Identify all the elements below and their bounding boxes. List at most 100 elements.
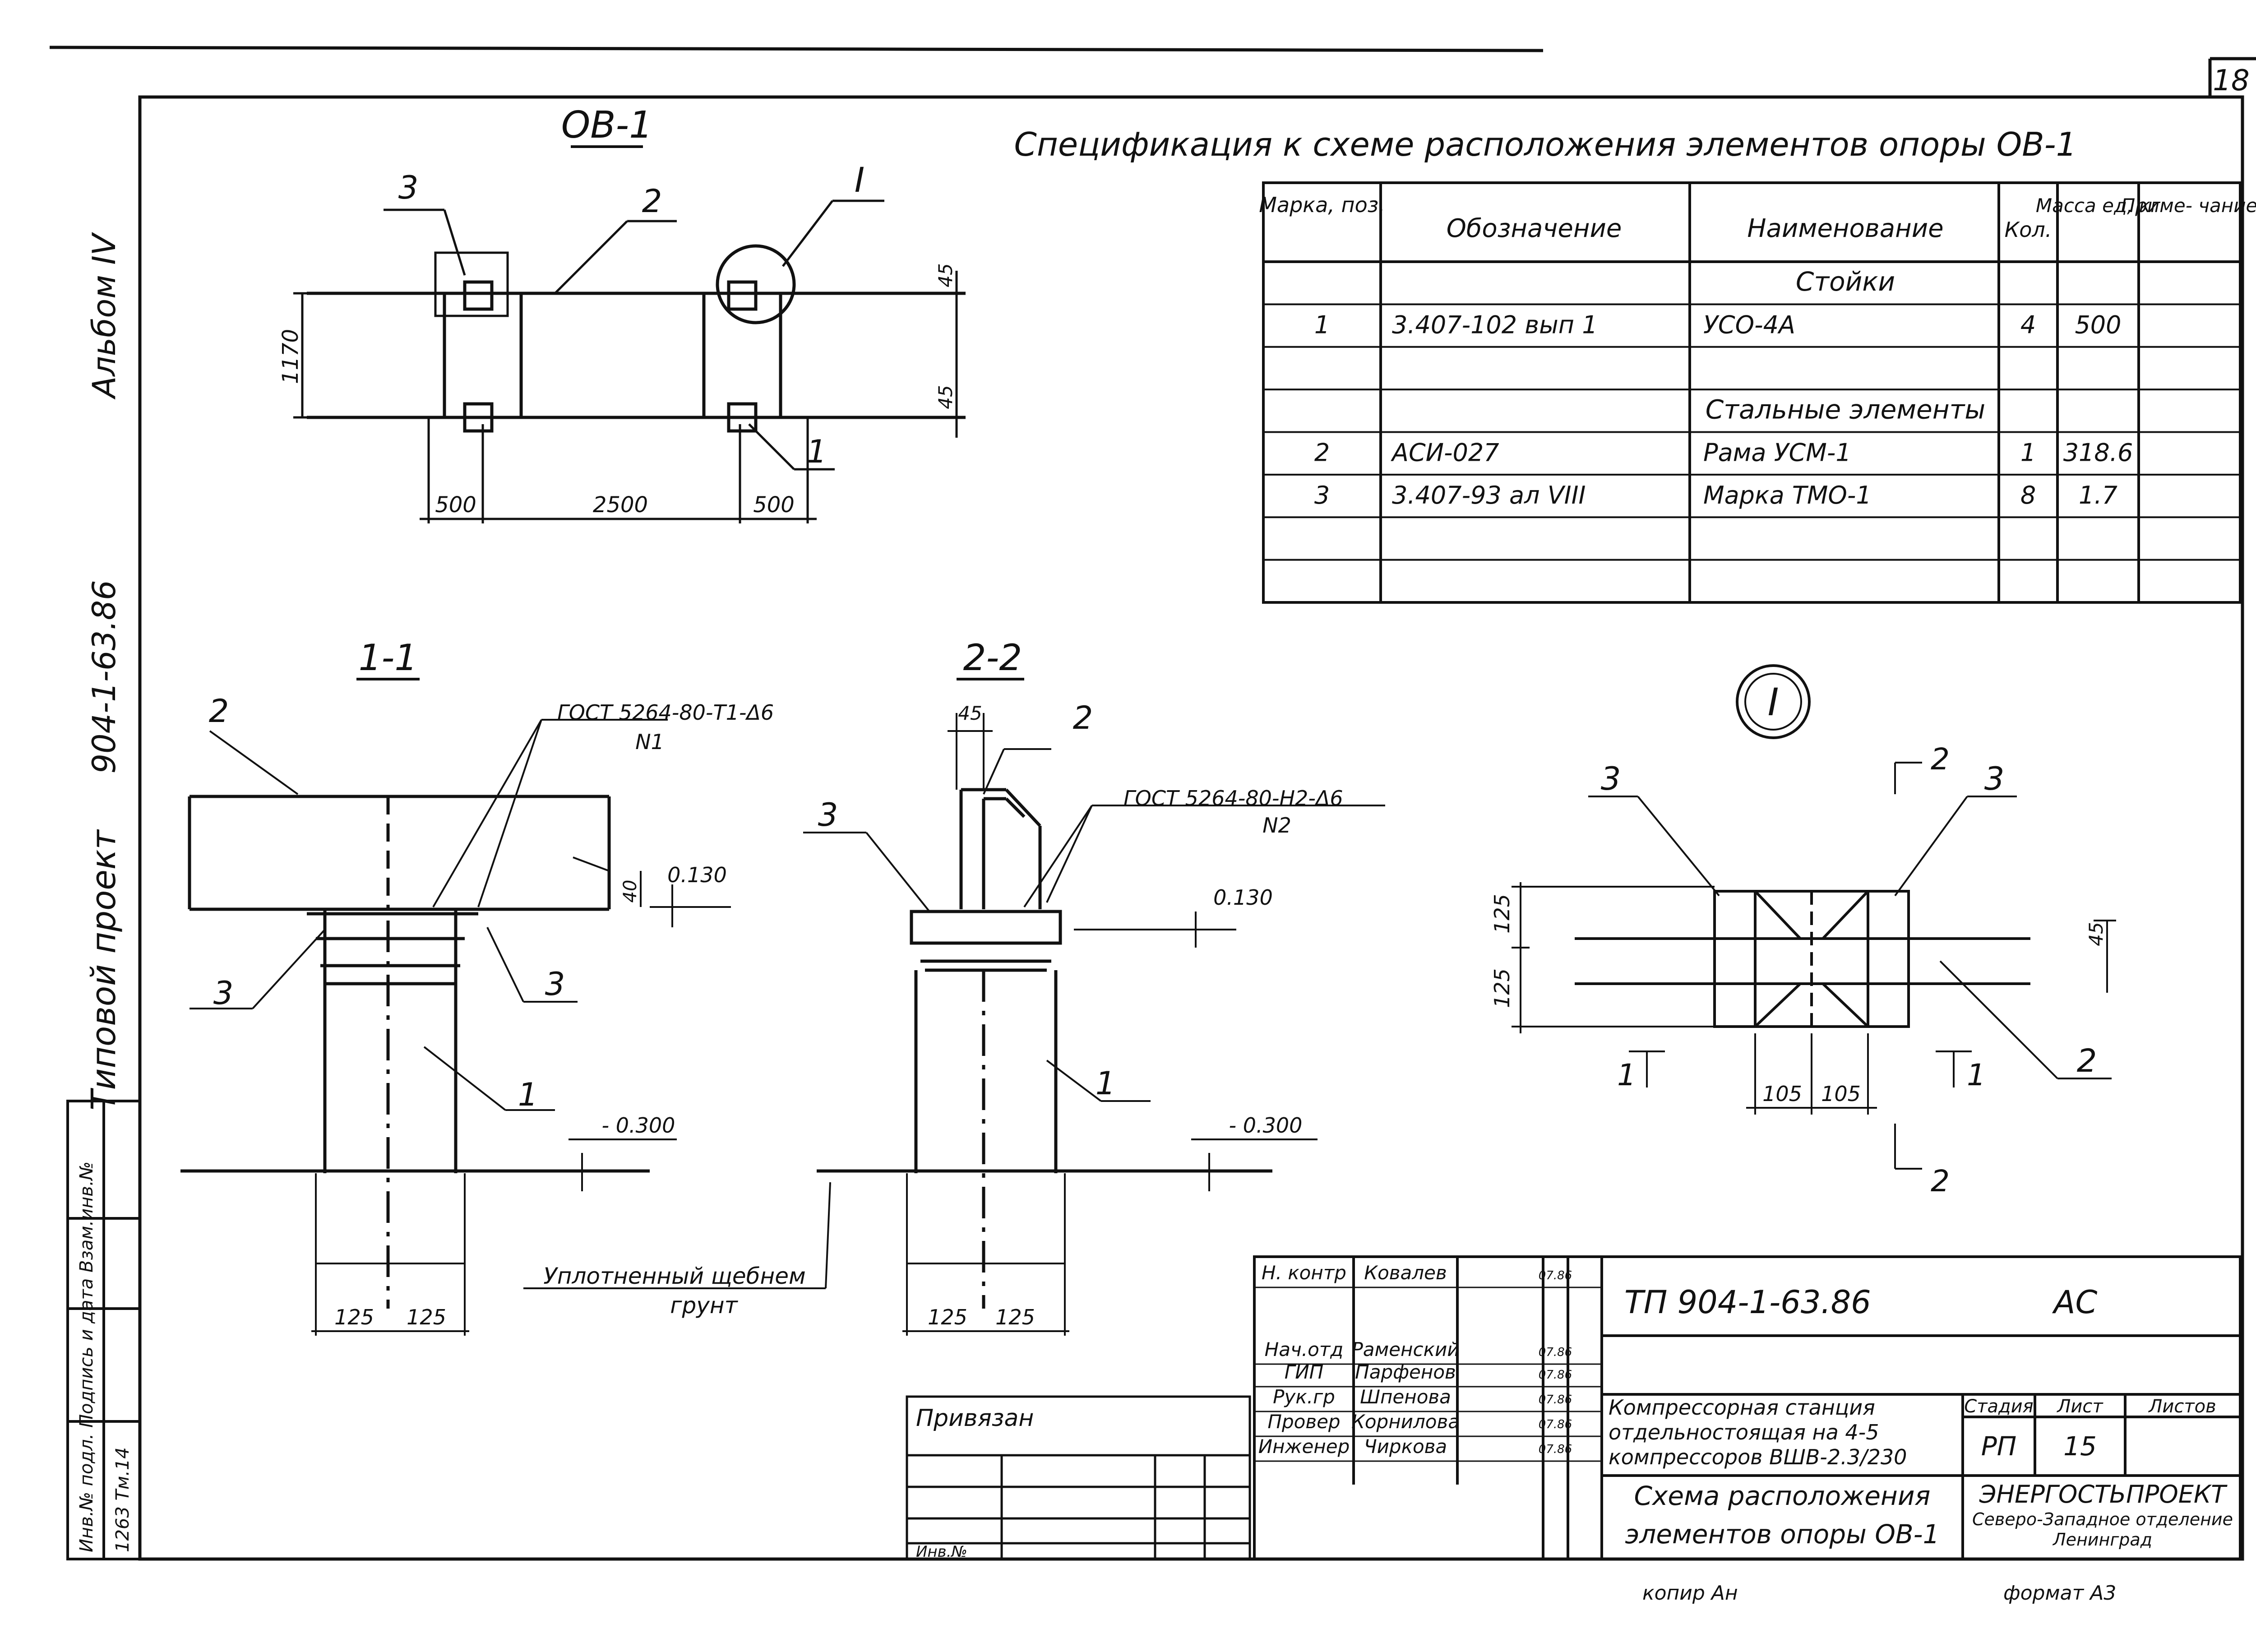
section-2-2-dim-top: 45	[958, 702, 982, 724]
spec-header-name: Наименование	[1747, 214, 1943, 243]
section-2-2-callout-1: 1	[1096, 1065, 1116, 1102]
title-block-date: 07.86	[1539, 1269, 1572, 1282]
title-block-org-3: Ленинград	[2052, 1530, 2152, 1550]
title-block-desc-1: Компрессорная станция	[1609, 1395, 1875, 1420]
stamp-header: Инв.№ подл. Подпись и дата Взам.инв.№	[76, 1161, 97, 1552]
title-block-role: Рук.гр	[1273, 1386, 1335, 1408]
footer-format: формат А3	[2003, 1582, 2116, 1605]
title-block-date: 07.86	[1539, 1368, 1572, 1382]
plan-dim-right: 500	[753, 492, 795, 518]
spec-header-designation: Обозначение	[1447, 214, 1622, 243]
spec-title: Спецификация к схеме расположения элемен…	[1014, 125, 2077, 163]
section-2-2-level-ground: - 0.300	[1229, 1113, 1303, 1138]
title-block-role: Провер	[1267, 1411, 1340, 1433]
title-block-desc-3: компрессоров ВШВ-2.3/230	[1609, 1445, 1907, 1469]
spec-cell: 4	[2020, 311, 2036, 339]
privyazan-inv: Инв.№	[916, 1543, 967, 1561]
specification-table: Спецификация к схеме расположения элемен…	[1014, 125, 2256, 604]
album-title: Альбом IV	[86, 232, 123, 400]
section-2-2-callout-2: 2	[1073, 699, 1093, 736]
footer-copy: копир Ан	[1642, 1582, 1738, 1605]
section-2-2: 2-2	[803, 637, 1385, 1336]
section-1-1-callout-3a: 3	[213, 975, 234, 1012]
title-block-name: Корнилова	[1351, 1411, 1460, 1433]
stamp-value: 1263 Тм.14	[112, 1447, 133, 1552]
title-block-role: ГИП	[1285, 1361, 1323, 1383]
section-1-1-callout-2: 2	[209, 693, 229, 730]
spec-cell: Марка ТМО-1	[1703, 481, 1872, 509]
section-1-1-dim-gap: 40	[620, 880, 641, 903]
title-block-name: Парфенов	[1355, 1361, 1456, 1383]
title-block-name: Раменский	[1351, 1338, 1459, 1360]
title-block-drawing-title-2: элементов опоры ОВ-1	[1625, 1519, 1939, 1550]
section-2-2-dim-2: 125	[995, 1305, 1035, 1329]
plan-callout-3: 3	[398, 169, 419, 206]
soil-note: Уплотненный щебнем грунт	[523, 1182, 831, 1319]
title-block-mark: АС	[2052, 1284, 2098, 1321]
section-1-1-dim-2: 125	[407, 1305, 446, 1329]
section-1-1: 1-1	[180, 637, 774, 1336]
title-block-date: 07.86	[1539, 1418, 1572, 1431]
title-block-stage-value: РП	[1981, 1431, 2017, 1462]
title-block-role: Инженер	[1258, 1435, 1350, 1458]
spec-cell: 3	[1314, 481, 1330, 509]
plan-callout-2: 2	[642, 183, 662, 220]
node-cut-right: 1	[1967, 1058, 1986, 1092]
title-block-code: ТП 904-1-63.86	[1624, 1284, 1871, 1321]
title-block-name: Ковалев	[1364, 1262, 1447, 1284]
spec-cell: 1	[1314, 311, 1330, 339]
node-dim-h1: 125	[1490, 894, 1514, 934]
soil-note-line1: Уплотненный щебнем	[543, 1263, 805, 1289]
section-1-1-weld-n: N1	[635, 730, 664, 754]
title-block-name: Шпенова	[1360, 1386, 1451, 1408]
plan-dim-top: 45	[934, 263, 957, 287]
section-1-1-level-top: 0.130	[667, 863, 727, 887]
sheet-number: 18	[2213, 64, 2249, 97]
title-block-org-1: ЭНЕРГОСТЬПРОЕКТ	[1979, 1480, 2228, 1509]
section-2-2-weld-n: N2	[1262, 813, 1291, 838]
spec-cell: Стальные элементы	[1706, 394, 1985, 425]
plan-ob1: ОВ-1	[278, 104, 966, 523]
node-dim-h2: 125	[1490, 968, 1514, 1008]
section-2-2-title: 2-2	[963, 637, 1022, 679]
section-2-2-weld: ГОСТ 5264-80-Н2-Δ6	[1123, 786, 1343, 810]
spec-header-mass: Масса ед, кг	[2036, 194, 2161, 217]
spec-cell: УСО-4А	[1703, 311, 1795, 339]
node-label: I	[1768, 680, 1779, 724]
spec-cell: Рама УСМ-1	[1703, 439, 1851, 467]
title-block-org-2: Северо-Западное отделение	[1972, 1509, 2233, 1529]
title-block-role: Нач.отд	[1265, 1338, 1344, 1360]
plan-callout-1: 1	[807, 433, 827, 470]
section-1-1-weld: ГОСТ 5264-80-Т1-Δ6	[557, 700, 774, 725]
title-block-role: Н. контр	[1262, 1262, 1346, 1284]
plan-title: ОВ-1	[561, 104, 653, 147]
plan-dim-left: 500	[435, 492, 476, 518]
spec-header-note: Приме- чание	[2121, 194, 2256, 217]
node-cut-bottom: 2	[1931, 1164, 1950, 1199]
node-cut-left: 1	[1617, 1058, 1636, 1092]
node-dim-w1: 105	[1762, 1082, 1802, 1106]
node-callout-2: 2	[2077, 1042, 2097, 1079]
section-2-2-callout-3: 3	[818, 796, 838, 833]
title-block-sheet-header: Лист	[2056, 1396, 2103, 1417]
node-dim-right: 45	[2085, 922, 2107, 946]
title-block-name: Чиркова	[1364, 1435, 1447, 1458]
stamp-column	[66, 1100, 141, 1560]
title-block-date: 07.86	[1539, 1443, 1572, 1456]
plan-dim-bottom: 45	[934, 385, 957, 409]
privyazan-block: Привязан Инв.№	[906, 1395, 1251, 1561]
node-callout-3b: 3	[1984, 760, 2005, 797]
section-1-1-dim-1: 125	[334, 1305, 374, 1329]
spec-cell: 3.407-102 вып 1	[1392, 311, 1598, 339]
spec-header-qty: Кол.	[2005, 217, 2052, 242]
privyazan-label: Привязан	[916, 1405, 1034, 1432]
plan-dim-middle: 2500	[593, 492, 648, 518]
node-callout-3a: 3	[1601, 760, 1621, 797]
node-cut-top: 2	[1931, 742, 1950, 777]
spec-cell: 1	[2020, 439, 2036, 467]
section-2-2-level-top: 0.130	[1213, 885, 1273, 910]
plan-dim-height: 1170	[278, 329, 303, 384]
title-block-drawing-title-1: Схема расположения	[1634, 1481, 1931, 1511]
title-block-desc-2: отдельностоящая на 4-5	[1609, 1420, 1879, 1444]
